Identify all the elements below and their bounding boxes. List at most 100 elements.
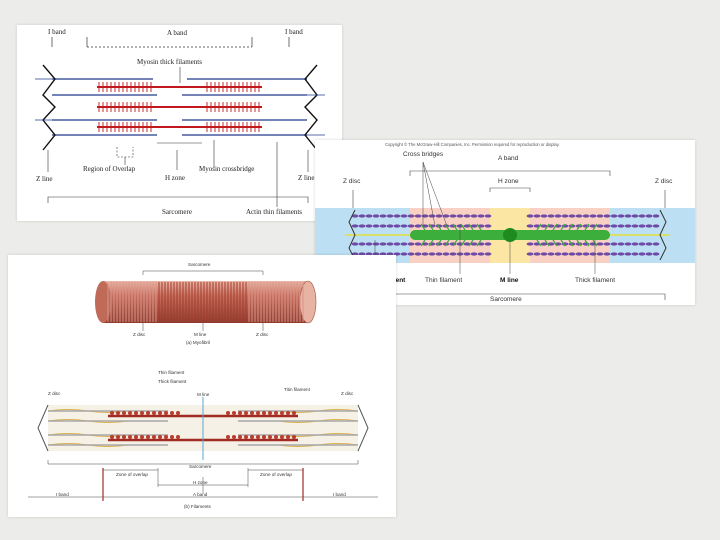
actin-bead: [449, 214, 457, 218]
cross-bridge: [444, 239, 450, 247]
actin-bead: [638, 224, 646, 228]
thick-label: Thick filament: [575, 277, 616, 284]
actin-bead: [372, 224, 380, 228]
cross-bridge: [420, 223, 426, 231]
actin-bead: [526, 252, 534, 256]
titin-filament-label: Titin filament: [284, 387, 310, 392]
actin-bead: [624, 252, 632, 256]
actin-bead: [554, 214, 562, 218]
myosin-head: [110, 411, 114, 415]
cross-bridge: [576, 239, 582, 247]
z-disc-a-label: Z disc: [133, 332, 146, 337]
cross-bridge: [560, 239, 566, 247]
actin-bead: [386, 214, 394, 218]
sarcomere-color-label: Sarcomere: [490, 296, 522, 303]
actin-bead: [414, 242, 422, 246]
myosin-head: [238, 435, 242, 439]
actin-bead: [365, 214, 373, 218]
actin-bead: [386, 252, 394, 256]
actin-bead: [407, 224, 415, 228]
myofibril-end-right: [299, 280, 317, 324]
filament-brackets: [28, 460, 378, 501]
z-disc-b-label: Z disc: [256, 332, 269, 337]
myosin-head: [110, 435, 114, 439]
a-band-color-label: A band: [498, 155, 519, 162]
actin-bead: [589, 214, 597, 218]
myosin-head: [152, 411, 156, 415]
thick-filament-label: Thick filament: [158, 379, 187, 384]
actin-bead: [393, 214, 401, 218]
actin-bead: [484, 252, 492, 256]
actin-bead: [379, 224, 387, 228]
actin-bead: [568, 252, 576, 256]
actin-bead: [358, 214, 366, 218]
sarcomere-color-diagram: Copyright © The McGraw-Hill Companies, I…: [315, 140, 695, 305]
actin-bead: [386, 242, 394, 246]
actin-bead: [617, 252, 625, 256]
actin-bead: [610, 242, 618, 246]
actin-bead: [603, 224, 611, 228]
actin-bead: [442, 252, 450, 256]
copyright-text: Copyright © The McGraw-Hill Companies, I…: [385, 142, 560, 147]
cross-bridge: [460, 239, 466, 247]
myosin-head: [134, 411, 138, 415]
actin-bead: [645, 252, 653, 256]
actin-bead: [379, 252, 387, 256]
cross-bridge: [576, 223, 582, 231]
actin-bead: [470, 224, 478, 228]
m-line-a-label: M line: [194, 332, 207, 337]
actin-bead: [533, 214, 541, 218]
actin-bead: [463, 252, 471, 256]
cross-bridge: [584, 239, 590, 247]
zone-overlap-left-label: Zone of overlap: [116, 472, 148, 477]
actin-bead: [526, 224, 534, 228]
actin-bead: [589, 252, 597, 256]
myosin-head: [146, 435, 150, 439]
actin-bead: [456, 214, 464, 218]
actin-bead: [484, 224, 492, 228]
actin-bead: [421, 214, 429, 218]
actin-bead: [540, 224, 548, 228]
sarcomere-line-diagram: I band A band I band Myosin thick filame…: [17, 25, 342, 221]
actin-bead: [372, 252, 380, 256]
myofibril-pointers: [142, 323, 264, 331]
actin-bead: [582, 252, 590, 256]
i-band-left-label: I band: [48, 28, 66, 36]
actin-bead: [617, 242, 625, 246]
myosin-thick-label: Myosin thick filaments: [137, 58, 202, 66]
cross-bridge: [544, 223, 550, 231]
caption-b: (b) Filaments: [184, 504, 211, 509]
actin-bead: [414, 224, 422, 228]
myofibril-svg: [28, 270, 378, 501]
actin-bead: [351, 252, 359, 256]
actin-thin-label: Actin thin filaments: [246, 208, 302, 216]
myosin-head: [164, 435, 168, 439]
actin-bead: [386, 224, 394, 228]
actin-bead: [428, 214, 436, 218]
actin-bead: [526, 242, 534, 246]
cross-bridge: [452, 223, 458, 231]
actin-bead: [358, 242, 366, 246]
actin-bead: [393, 224, 401, 228]
actin-bead: [428, 252, 436, 256]
actin-bead: [365, 252, 373, 256]
color-diagram-svg: [315, 161, 695, 300]
myosin-head: [122, 435, 126, 439]
myosin-head: [274, 435, 278, 439]
myosin-head: [170, 411, 174, 415]
actin-bead: [463, 214, 471, 218]
i-band-right-label: I band: [285, 28, 303, 36]
actin-bead: [400, 242, 408, 246]
actin-bead: [652, 214, 660, 218]
cross-bridge: [560, 223, 566, 231]
actin-bead: [421, 252, 429, 256]
actin-bead: [358, 224, 366, 228]
actin-bead: [470, 214, 478, 218]
cross-bridge: [476, 239, 482, 247]
actin-bead: [575, 252, 583, 256]
m-line-color-label: M line: [500, 277, 519, 284]
myosin-head: [164, 411, 168, 415]
actin-bead: [610, 214, 618, 218]
cross-bridge: [536, 223, 542, 231]
myosin-head: [226, 411, 230, 415]
